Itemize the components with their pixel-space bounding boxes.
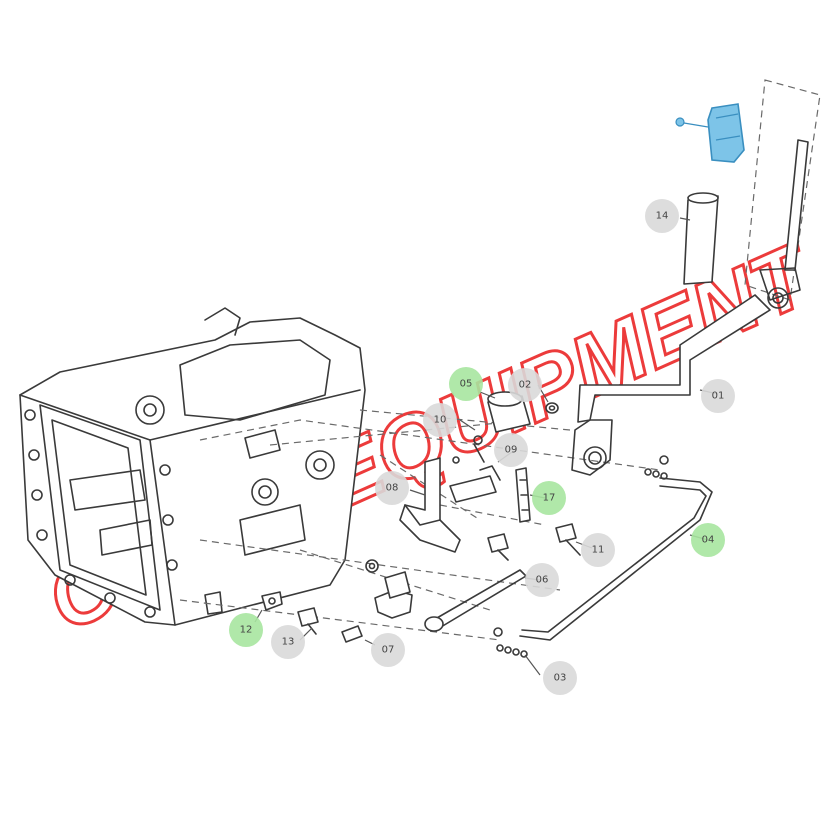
callout-circle [229,613,263,647]
selector-shaft [341,559,527,643]
callout-label: 04 [702,535,715,546]
callout-03: 03 [543,661,577,695]
transmission-housing [19,307,366,626]
callout-14: 14 [645,199,679,233]
shift-lever [571,139,809,476]
callout-label: 03 [554,673,567,684]
callout-label: 02 [519,380,532,391]
callout-08: 08 [375,471,409,505]
bolts [261,523,581,635]
callout-circle [449,367,483,401]
callout-label: 06 [536,575,549,586]
callout-09: 09 [494,433,528,467]
callout-label: 11 [592,545,605,556]
callout-circle [423,403,457,437]
callout-circle [525,563,559,597]
callout-04: 04 [691,523,725,557]
callout-circle [508,368,542,402]
callout-label: 08 [386,483,399,494]
shift-rod [493,455,713,658]
callout-label: 12 [240,625,253,636]
callout-01: 01 [701,379,735,413]
shift-knob [675,103,745,163]
callout-label: 17 [543,493,556,504]
callout-06: 06 [525,563,559,597]
callout-12: 12 [229,613,263,647]
callout-10: 10 [423,403,457,437]
callout-circle [532,481,566,515]
callout-07: 07 [371,633,405,667]
callout-circle [701,379,735,413]
callout-label: 14 [656,211,669,222]
callout-circle [375,471,409,505]
callout-13: 13 [271,625,305,659]
callout-circle [371,633,405,667]
lever-sleeve [683,192,719,285]
callout-label: 10 [434,415,447,426]
callout-05: 05 [449,367,483,401]
callout-02: 02 [508,368,542,402]
callout-label: 09 [505,445,518,456]
callout-label: 05 [460,379,473,390]
callout-circle [494,433,528,467]
mounting-bracket [399,435,531,553]
bushing [487,391,559,433]
callout-label: 07 [382,645,395,656]
callout-circle [691,523,725,557]
callout-circle [581,533,615,567]
callout-circle [645,199,679,233]
callout-markers: 01 02 03 04 05 06 07 08 09 10 11 12 13 14 17 [229,199,735,695]
callout-17: 17 [532,481,566,515]
callout-circle [271,625,305,659]
callout-label: 01 [712,391,725,402]
callout-11: 11 [581,533,615,567]
callout-label: 13 [282,637,295,648]
callout-circle [543,661,577,695]
